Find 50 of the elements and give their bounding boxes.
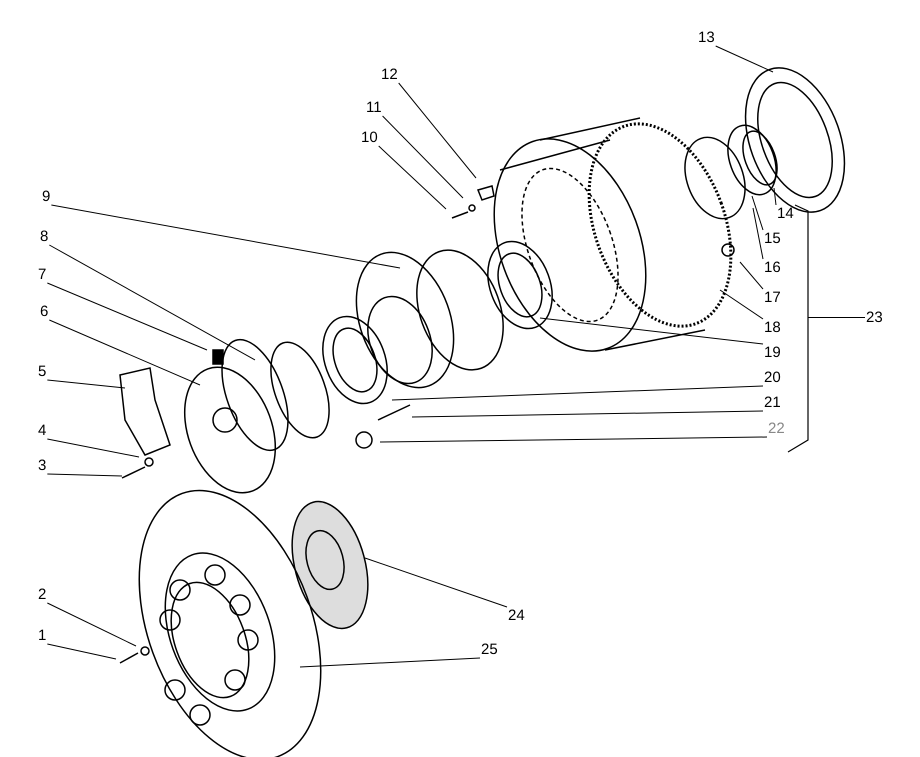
leader-line xyxy=(378,146,446,210)
callout-number: 10 xyxy=(361,130,378,145)
callout-number: 17 xyxy=(764,290,781,305)
callout-number: 8 xyxy=(40,229,48,244)
leader-line xyxy=(540,318,764,344)
callout-number: 5 xyxy=(38,364,46,379)
callout-number: 1 xyxy=(38,628,46,643)
leader-line xyxy=(382,116,464,198)
callout-number: 18 xyxy=(764,320,781,335)
leader-line xyxy=(50,204,400,268)
callout-number: 2 xyxy=(38,587,46,602)
leader-line xyxy=(46,438,140,458)
callout-number: 11 xyxy=(366,100,382,115)
leader-line xyxy=(412,410,764,418)
leader-line xyxy=(46,602,136,646)
leader-line xyxy=(392,386,764,400)
leader-line xyxy=(48,320,200,386)
callout-number: 23 xyxy=(866,310,883,325)
leader-line xyxy=(300,658,480,668)
callout-number: 4 xyxy=(38,423,46,438)
callout-number: 20 xyxy=(764,370,781,385)
leader-line xyxy=(380,436,768,442)
callout-number: 21 xyxy=(764,395,781,410)
callout-number: 22 xyxy=(768,421,785,436)
callout-number: 24 xyxy=(508,608,525,623)
callout-number: 14 xyxy=(777,206,794,221)
callout-number: 6 xyxy=(40,304,48,319)
leader-line xyxy=(740,262,764,290)
leader-line xyxy=(398,82,476,178)
callout-number: 25 xyxy=(481,642,498,657)
callout-number: 15 xyxy=(764,231,781,246)
leader-line xyxy=(720,290,764,320)
callout-number: 13 xyxy=(698,30,715,45)
leader-line xyxy=(46,282,208,350)
callout-number: 16 xyxy=(764,260,781,275)
leader-line xyxy=(715,46,774,72)
leader-line xyxy=(48,244,256,360)
leader-line xyxy=(752,196,764,230)
callout-number: 7 xyxy=(38,267,46,282)
callout-number: 3 xyxy=(38,458,46,473)
leader-line xyxy=(364,558,508,608)
leader-line xyxy=(752,208,764,260)
leader-line xyxy=(46,644,116,660)
leader-line xyxy=(774,188,776,206)
callout-number: 9 xyxy=(42,189,50,204)
leader-line xyxy=(46,474,122,476)
leader-line xyxy=(46,380,126,388)
leader-line xyxy=(808,317,866,318)
callout-number: 19 xyxy=(764,345,781,360)
callout-number: 12 xyxy=(381,67,398,82)
